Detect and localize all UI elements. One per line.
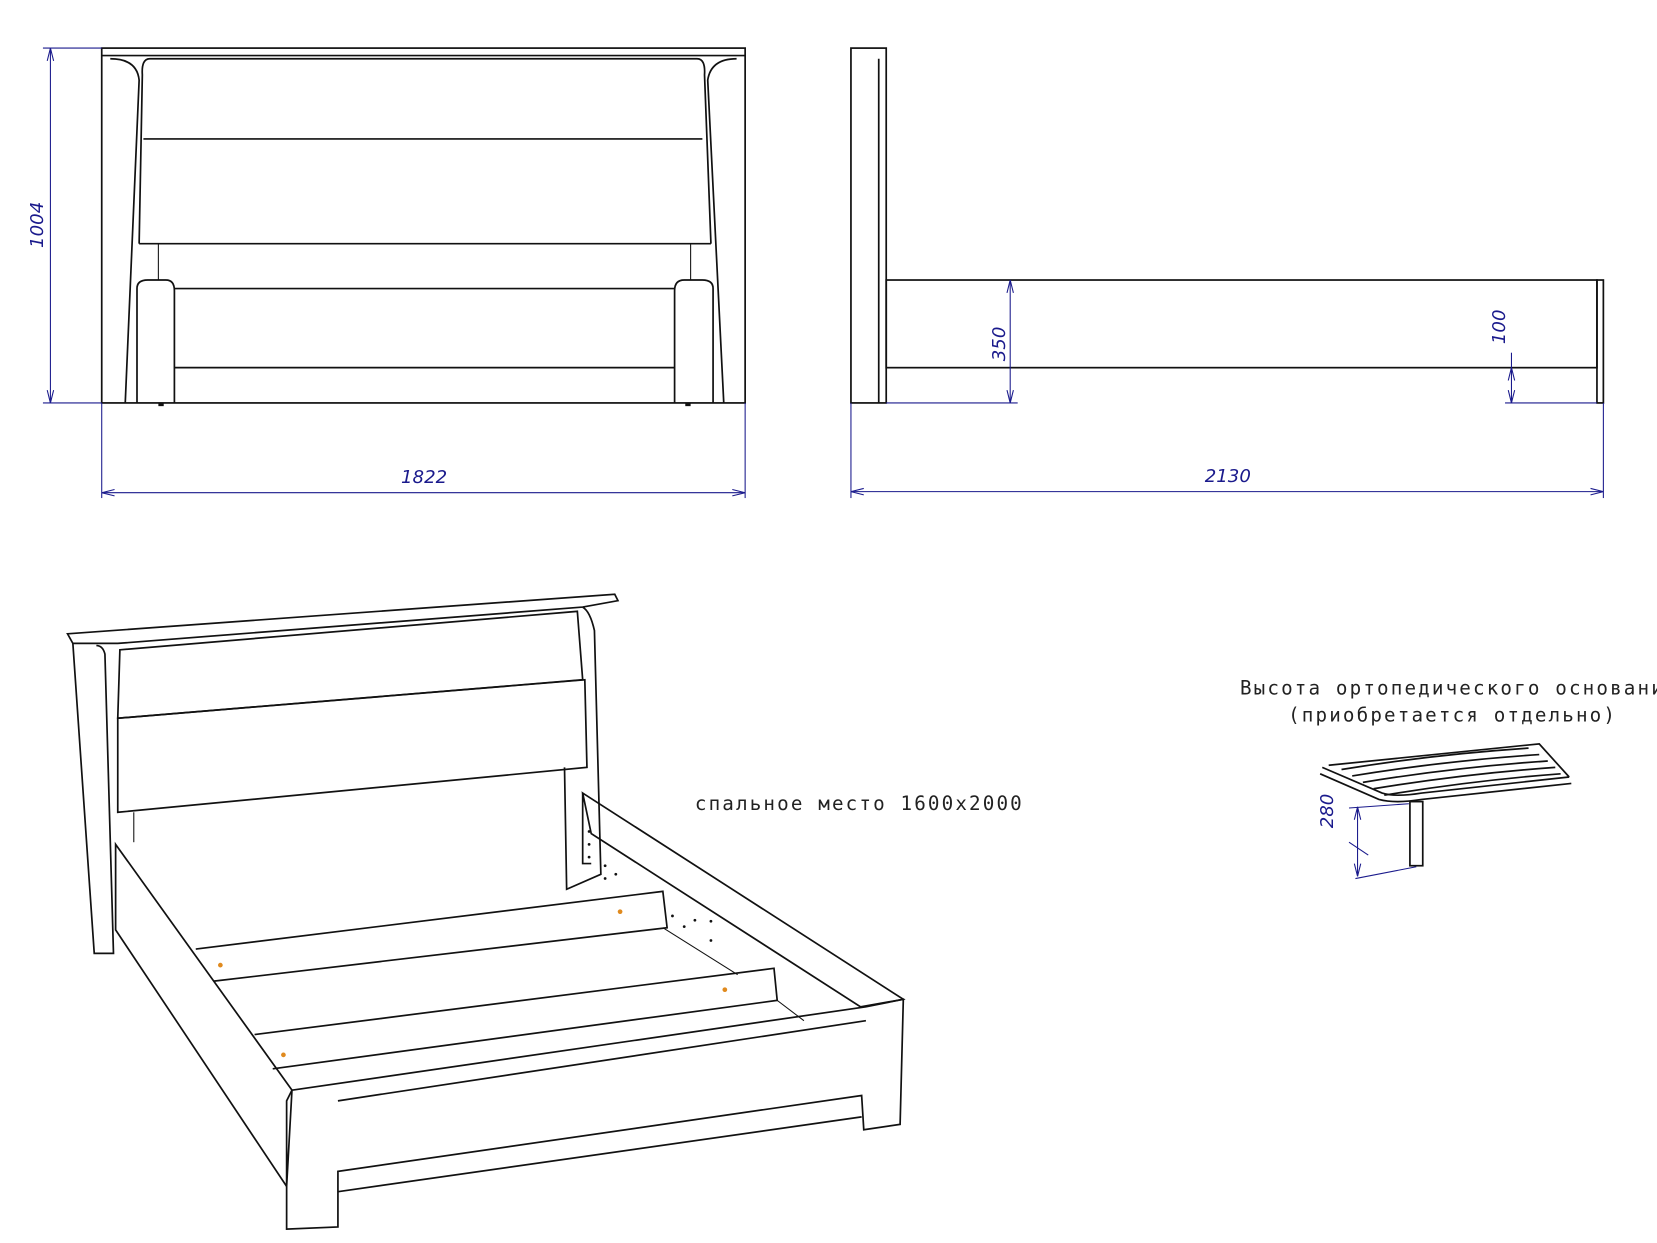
front-view [100, 47, 746, 407]
dim-side-clearance: 100 [1489, 309, 1510, 344]
dim-slat-base-height: 280 [1317, 794, 1338, 829]
base-note-line2: (приобретается отдельно) [1288, 703, 1617, 726]
side-view [850, 47, 1605, 404]
dim-front-width: 1822 [401, 467, 447, 488]
side-dimensions: 350 100 2130 [850, 279, 1604, 499]
sleeping-area-label: спальное место 1600x2000 [695, 792, 1024, 815]
dim-front-height: 1004 [27, 202, 48, 248]
isometric-view: спальное место 1600x2000 [66, 593, 1024, 1230]
base-note-line1: Высота ортопедического основания [1240, 677, 1657, 700]
front-dimensions: 1004 1822 [27, 47, 746, 499]
dim-side-length: 2130 [1205, 466, 1251, 487]
dim-side-frame-height: 350 [989, 327, 1010, 362]
slat-base-detail: Высота ортопедического основания (приобр… [1240, 677, 1657, 880]
